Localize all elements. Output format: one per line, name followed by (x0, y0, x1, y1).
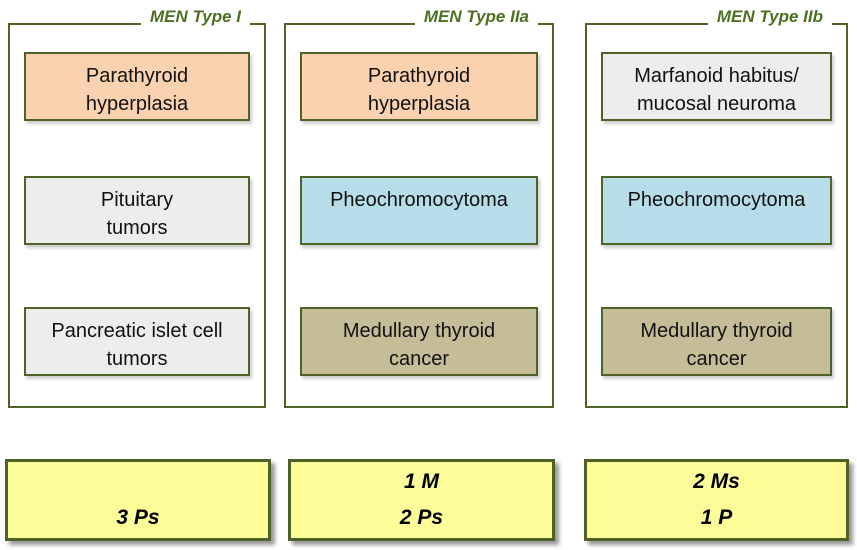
box-label-line: tumors (106, 217, 168, 239)
box-label-line: Parathyroid (367, 65, 471, 87)
box-pancreatic-islet-cell-tumors: Pancreatic islet cell tumors (24, 307, 250, 376)
box-label-line: tumors (106, 348, 168, 370)
box-pheochromocytoma: Pheochromocytoma (300, 176, 538, 245)
box-pheochromocytoma: Pheochromocytoma (601, 176, 832, 245)
men-type-1-title: MEN Type I (141, 6, 250, 28)
men-type-1-column: MEN Type I Parathyroid hyperplasia Pitui… (8, 6, 266, 408)
box-label-line: Medullary thyroid (342, 320, 496, 342)
summary-line: 3 Ps (116, 506, 160, 529)
box-medullary-thyroid-cancer: Medullary thyroid cancer (601, 307, 832, 376)
box-label-line: Pancreatic islet cell (51, 320, 223, 342)
box-label-line: Pituitary (100, 189, 174, 211)
box-label-line: Medullary thyroid (640, 320, 793, 342)
summary-line: 2 Ms (693, 470, 740, 493)
box-label-line: hyperplasia (367, 93, 471, 115)
box-pituitary-tumors: Pituitary tumors (24, 176, 250, 245)
box-label-line: Pheochromocytoma (627, 189, 806, 211)
summary-1m-2ps: 1 M 2 Ps (288, 459, 555, 541)
box-label-line: cancer (388, 348, 450, 370)
summary-3-ps: 3 Ps (5, 459, 271, 541)
box-parathyroid-hyperplasia: Parathyroid hyperplasia (24, 52, 250, 121)
summary-line: 1 P (700, 506, 733, 529)
summary-line: 2 Ps (399, 506, 444, 529)
men-type-2b-column: MEN Type IIb Marfanoid habitus/ mucosal … (585, 6, 848, 408)
box-label-line: Pheochromocytoma (330, 189, 508, 211)
men-type-2a-column: MEN Type IIa Parathyroid hyperplasia Phe… (284, 6, 554, 408)
box-marfanoid-habitus-mucosal-neuroma: Marfanoid habitus/ mucosal neuroma (601, 52, 832, 121)
men-type-2b-title: MEN Type IIb (707, 6, 832, 28)
box-label-line: cancer (686, 348, 747, 370)
summary-line: 1 M (403, 470, 439, 493)
box-medullary-thyroid-cancer: Medullary thyroid cancer (300, 307, 538, 376)
box-parathyroid-hyperplasia: Parathyroid hyperplasia (300, 52, 538, 121)
box-label-line: hyperplasia (85, 93, 189, 115)
box-label-line: Parathyroid (85, 65, 189, 87)
box-label-line: mucosal neuroma (637, 93, 796, 115)
box-label-line: Marfanoid habitus/ (634, 65, 799, 87)
summary-2ms-1p: 2 Ms 1 P (584, 459, 849, 541)
men-type-2a-title: MEN Type IIa (414, 6, 538, 28)
